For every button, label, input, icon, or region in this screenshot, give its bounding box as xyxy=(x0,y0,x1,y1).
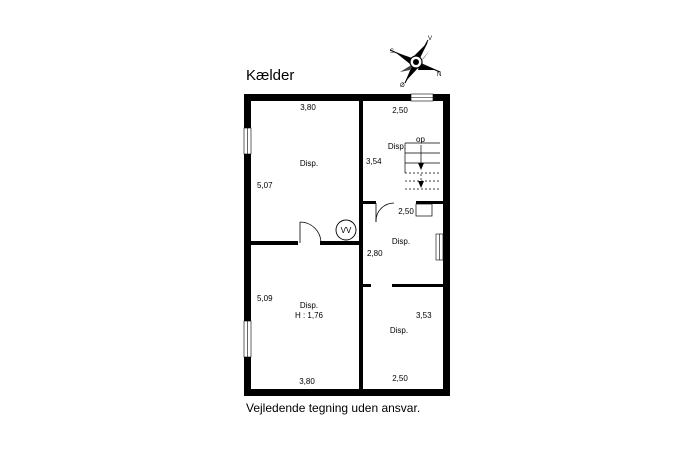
stair-direction-label: op xyxy=(416,135,425,144)
room-4-name: Disp. xyxy=(300,301,318,310)
compass-south-label: S xyxy=(390,49,394,55)
room-3-height: 2,80 xyxy=(367,249,383,258)
compass-east-label: Ø xyxy=(400,83,405,89)
room-1-name: Disp. xyxy=(300,159,318,168)
room-5-name: Disp. xyxy=(390,326,408,335)
boiler-label: VV xyxy=(341,226,352,235)
room-3-width: 2,50 xyxy=(398,207,414,216)
compass-west-label: V xyxy=(428,36,432,42)
outer-walls xyxy=(244,94,450,396)
room-4-width: 3,80 xyxy=(299,377,315,386)
room-2-name: Disp. xyxy=(388,142,406,151)
floor-title: Kælder xyxy=(246,67,295,84)
boiler-fixture: VV xyxy=(335,219,357,241)
windows xyxy=(243,93,444,358)
room-1-height: 5,07 xyxy=(257,181,273,190)
room-2-width: 2,50 xyxy=(392,106,408,115)
interior-walls xyxy=(251,94,443,396)
room-5-height: 3,53 xyxy=(416,311,432,320)
room-2-height: 3,54 xyxy=(366,157,382,166)
room-5-width: 2,50 xyxy=(392,374,408,383)
compass-north-label: N xyxy=(437,72,441,78)
stairs xyxy=(404,142,440,190)
doors xyxy=(299,202,433,244)
compass-icon: S V N Ø xyxy=(389,36,441,89)
disclaimer-text: Vejledende tegning uden ansvar. xyxy=(246,401,421,415)
room-3-name: Disp. xyxy=(392,237,410,246)
room-1-width: 3,80 xyxy=(300,103,316,112)
room-4-ceiling-height: H : 1,76 xyxy=(295,311,324,320)
room-4-height: 5,09 xyxy=(257,294,273,303)
